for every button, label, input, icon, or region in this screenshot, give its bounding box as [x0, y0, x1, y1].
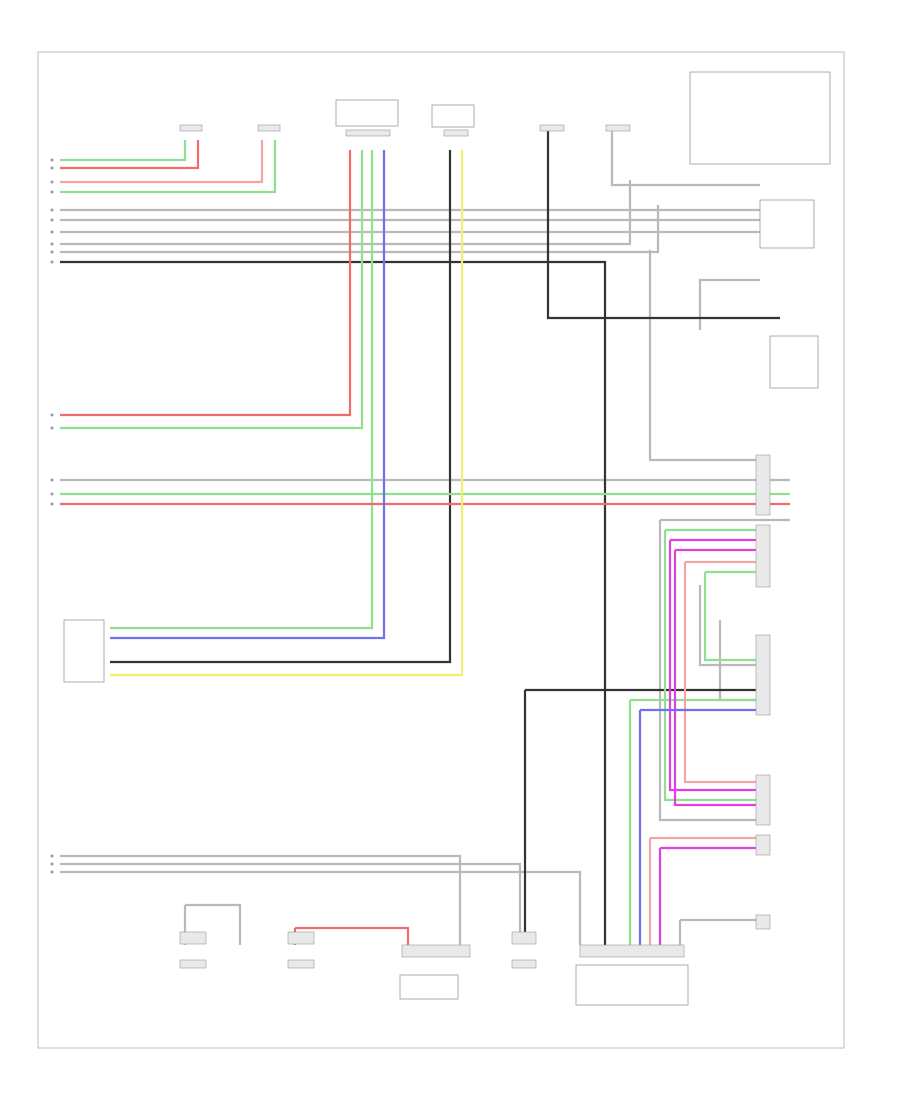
left-terminals	[50, 158, 54, 874]
top-connectors	[179, 71, 831, 165]
black-wires	[60, 100, 780, 950]
gray-wires	[60, 100, 790, 950]
yellow-wires	[110, 150, 464, 677]
red-wires	[60, 140, 790, 945]
bottom-components	[179, 931, 689, 1006]
magenta-wires	[658, 538, 760, 945]
diagram-frame	[37, 51, 845, 1049]
left-component-box	[63, 619, 105, 683]
pink-wires	[60, 140, 760, 945]
right-components	[755, 199, 819, 930]
green-wires	[60, 140, 790, 945]
blue-wires	[110, 82, 760, 945]
